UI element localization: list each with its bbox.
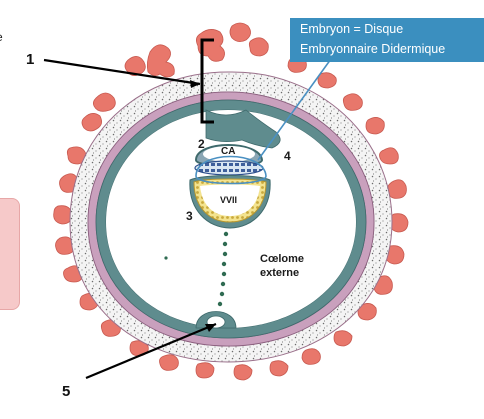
label-ca: CA — [221, 146, 235, 157]
label-5-leader — [85, 322, 217, 380]
label-1-bracket — [200, 38, 214, 124]
label-4: 4 — [284, 149, 291, 163]
dotted-stalk-line — [217, 231, 229, 307]
label-3: 3 — [186, 209, 193, 223]
yolk-sac-lumen — [200, 184, 260, 216]
embryonic-disc — [194, 160, 264, 176]
label-5-arrowhead — [205, 324, 216, 332]
clipped-pink-card — [0, 198, 20, 310]
label-5: 5 — [62, 383, 70, 400]
connecting-stalk — [205, 109, 281, 149]
label-vvii: VVII — [220, 195, 237, 205]
banner-line-2: Embryonnaire Didermique — [300, 42, 445, 56]
disc-highlight-outline — [195, 155, 267, 185]
banner-leader — [257, 51, 337, 161]
info-banner: Embryon = Disque Embryonnaire Didermique — [290, 18, 484, 62]
label-1: 1 — [26, 51, 34, 68]
label-1-arrowhead — [190, 80, 200, 88]
clipped-text-fragment: e — [0, 30, 3, 44]
label-coelome-line-1: Cœlome — [260, 253, 304, 265]
banner-line-1: Embryon = Disque — [300, 22, 403, 36]
label-coelome-line-2: externe — [260, 267, 299, 279]
chorionic-villi — [53, 22, 409, 381]
label-2: 2 — [198, 137, 205, 151]
label-1-leader — [43, 58, 201, 86]
coelom-speck — [164, 256, 168, 260]
